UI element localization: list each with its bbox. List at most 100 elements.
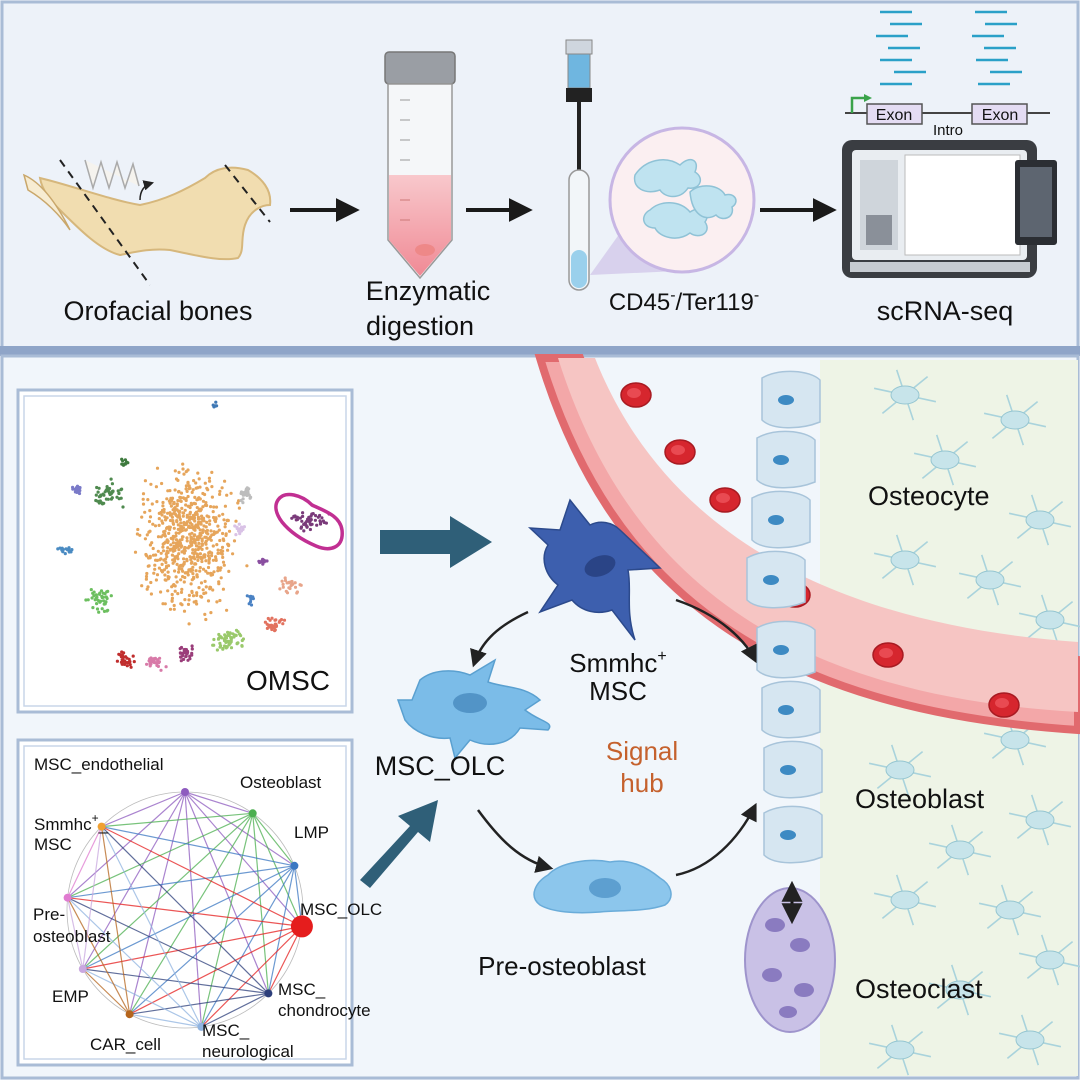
red-blood-cell-highlight <box>716 493 730 503</box>
tsne-point <box>144 577 148 581</box>
tsne-point <box>185 539 189 543</box>
tsne-point <box>165 538 169 542</box>
magnified-cells-circle <box>608 126 756 274</box>
tsne-point <box>187 593 191 598</box>
tsne-point <box>179 529 183 534</box>
tsne-point <box>196 515 200 519</box>
tsne-point <box>121 662 125 666</box>
tsne-point <box>221 647 225 651</box>
bone-lining-cell <box>756 430 816 489</box>
sequencing-reads <box>876 10 1022 86</box>
tsne-point <box>155 573 160 577</box>
tsne-point <box>283 578 288 583</box>
tsne-point <box>171 519 175 523</box>
network-edge <box>82 865 295 970</box>
tsne-point <box>153 563 157 567</box>
tsne-point <box>180 535 185 539</box>
tsne-point <box>320 516 324 520</box>
tsne-point <box>207 560 211 564</box>
tsne-point <box>154 485 158 489</box>
network-node <box>78 965 87 973</box>
tsne-point <box>210 470 214 474</box>
net-label-car-cell: CAR_cell <box>90 1035 161 1054</box>
tsne-point <box>187 504 191 508</box>
network-edge <box>101 826 202 1028</box>
tsne-point <box>67 550 71 554</box>
tsne-point <box>172 547 176 551</box>
tsne-point <box>207 515 211 519</box>
tsne-point <box>218 492 222 496</box>
tsne-point <box>182 557 186 561</box>
tsne-point <box>212 643 216 647</box>
network-edge <box>129 865 295 1015</box>
tsne-point <box>299 526 303 530</box>
tsne-point <box>203 612 207 617</box>
tsne-point <box>173 512 177 516</box>
network-node <box>125 1010 134 1019</box>
network-node <box>290 861 299 870</box>
tsne-point <box>159 668 163 672</box>
network-edge <box>101 826 269 994</box>
net-label-preosteoblast-1: Pre- <box>33 905 65 924</box>
tsne-point <box>176 592 180 596</box>
bone-lining-cell <box>756 620 816 679</box>
tsne-point <box>147 530 151 534</box>
tsne-point <box>291 582 295 586</box>
network-node <box>264 989 273 998</box>
tsne-point <box>192 575 196 579</box>
tsne-point <box>225 645 229 649</box>
tsne-point <box>216 524 220 528</box>
tsne-point <box>97 592 101 596</box>
tsne-label-omsc: OMSC <box>246 665 330 696</box>
tsne-point <box>174 538 179 542</box>
exon-2-label: Exon <box>982 107 1018 124</box>
tsne-point <box>211 510 215 514</box>
tsne-point <box>219 548 223 553</box>
tsne-point <box>168 548 172 552</box>
tsne-point <box>223 504 227 508</box>
label-msc-olc: MSC_OLC <box>375 751 506 781</box>
tsne-point <box>105 590 109 594</box>
tsne-point <box>179 491 184 495</box>
osteocyte-cell <box>928 824 992 876</box>
tsne-point <box>189 582 193 586</box>
tsne-point <box>305 525 309 529</box>
gene-structure: Exon Exon Intro <box>845 94 1050 139</box>
tsne-point <box>226 630 230 635</box>
tsne-point <box>198 536 202 540</box>
tsne-point <box>283 576 287 580</box>
tsne-point <box>97 501 101 505</box>
tsne-point <box>151 546 155 551</box>
tsne-point <box>92 594 96 598</box>
tsne-point <box>94 493 98 497</box>
tsne-point <box>93 598 97 602</box>
tsne-point <box>211 403 215 407</box>
tsne-point <box>160 519 164 523</box>
tsne-point <box>204 525 208 529</box>
step-label-scrna-seq: scRNA-seq <box>877 296 1014 326</box>
tsne-point <box>188 510 192 514</box>
tsne-point <box>162 510 166 514</box>
tsne-point <box>165 497 169 501</box>
tsne-point <box>204 617 208 622</box>
tsne-point <box>149 659 153 664</box>
tsne-point <box>278 587 282 591</box>
tsne-point <box>177 552 181 556</box>
tsne-point <box>121 505 125 509</box>
tsne-point <box>172 607 176 611</box>
tsne-point <box>209 529 213 533</box>
bone-lining-cell <box>763 740 823 799</box>
network-edge <box>129 1013 202 1028</box>
step-label-cd45-ter119: CD45-/Ter119- <box>609 287 759 316</box>
tsne-point <box>201 516 206 520</box>
tsne-point <box>228 631 232 635</box>
tsne-point <box>315 523 319 527</box>
tsne-point <box>212 637 216 642</box>
tsne-point <box>190 644 194 648</box>
tsne-point <box>243 490 247 495</box>
tsne-point <box>228 641 232 645</box>
tsne-point <box>218 538 222 543</box>
tsne-point <box>180 537 184 542</box>
tsne-point <box>186 602 191 607</box>
tsne-point <box>188 532 192 536</box>
